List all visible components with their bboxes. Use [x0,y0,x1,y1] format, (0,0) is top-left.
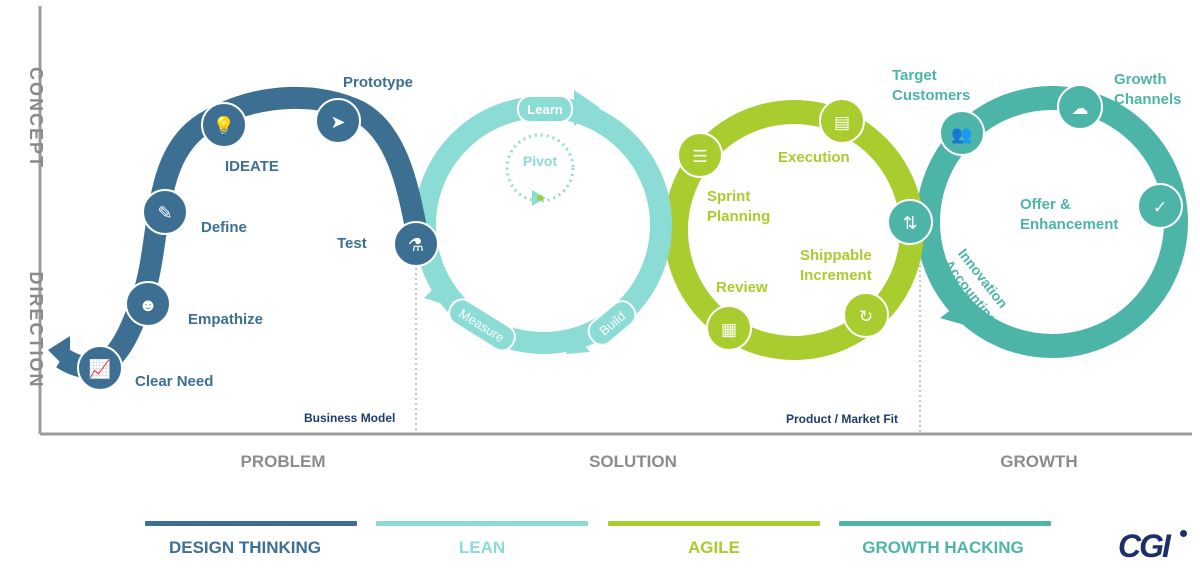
growth-nodes: 👥 ☁ ✓ [939,84,1183,229]
legend-bar-lean [376,521,588,526]
test-icon [393,221,439,267]
product-market-fit-label: Product / Market Fit [786,412,898,426]
lean-learn-pill: Learn [517,95,573,123]
phase-solution: SOLUTION [589,452,677,471]
phase-problem: PROBLEM [240,452,326,471]
label-customers: Customers [892,87,970,104]
label-target: Target [892,67,937,84]
svg-text:☻: ☻ [139,295,158,315]
shippable-increment-icon [843,292,889,338]
lean-measure-pill: Measure [448,298,516,352]
legend-bar-agile [608,521,820,526]
svg-text:👥: 👥 [951,125,972,144]
phase-growth: GROWTH [1000,452,1078,471]
svg-text:💡: 💡 [213,115,235,136]
label-clear-need: Clear Need [135,373,213,390]
svg-text:Learn: Learn [527,102,562,117]
label-define: Define [201,219,247,236]
svg-text:☁: ☁ [1072,99,1089,118]
label-execution: Execution [778,149,850,166]
svg-text:⚗: ⚗ [408,235,424,255]
review-icon [706,305,752,351]
ideate-icon [201,102,247,148]
empathize-icon [125,281,171,327]
target-customers-icon [939,110,985,156]
svg-text:▤: ▤ [834,113,850,132]
svg-text:✎: ✎ [157,203,172,223]
svg-text:📈: 📈 [89,358,111,379]
label-shippable: Shippable [800,247,872,264]
legend-label-growth-hacking: GROWTH HACKING [862,538,1024,557]
handoff-icon [887,199,933,245]
label-test: Test [337,235,367,252]
define-icon [142,189,188,235]
svg-text:☰: ☰ [692,147,707,166]
axes [38,6,1192,436]
label-increment: Increment [800,267,872,284]
svg-text:➤: ➤ [330,112,345,132]
svg-text:✓: ✓ [1153,198,1167,217]
label-ideate: IDEATE [225,158,279,175]
y-axis-label-concept: CONCEPT [26,67,46,169]
label-empathize: Empathize [188,311,263,328]
y-axis-label-direction: DIRECTION [26,272,46,389]
label-offer: Offer & [1020,196,1071,213]
label-growth: Growth [1114,71,1167,88]
clear-need-icon [77,345,123,391]
label-planning: Planning [707,208,770,225]
label-pivot: Pivot [523,153,558,169]
svg-text:▦: ▦ [721,320,737,339]
label-channels: Channels [1114,91,1182,108]
label-prototype: Prototype [343,74,413,91]
label-review: Review [716,279,768,296]
prototype-icon [315,98,361,144]
cgi-logo-dot [1180,530,1187,537]
business-model-label: Business Model [304,411,395,425]
label-sprint: Sprint [707,188,750,205]
svg-text:⇅: ⇅ [902,213,917,233]
design-thinking-nodes: 📈 ☻ ✎ 💡 ➤ ⚗ [77,98,439,391]
legend-label-agile: AGILE [688,538,740,557]
legend-bar-growth-hacking [839,521,1051,526]
agile-nodes: ☰ ▤ ▦ ↻ ⇅ [677,98,933,351]
growth-channels-icon [1057,84,1103,130]
legend-label-lean: LEAN [458,538,506,557]
legend-label-design-thinking: DESIGN THINKING [168,538,322,557]
svg-text:↻: ↻ [859,307,873,326]
sprint-planning-icon [677,132,723,178]
offer-enhancement-icon [1137,183,1183,229]
pivot-loop [505,133,575,203]
label-enhancement: Enhancement [1020,216,1118,233]
cgi-logo: CGI [1118,528,1171,564]
legend-bar-design-thinking [145,521,357,526]
execution-icon [819,98,865,144]
